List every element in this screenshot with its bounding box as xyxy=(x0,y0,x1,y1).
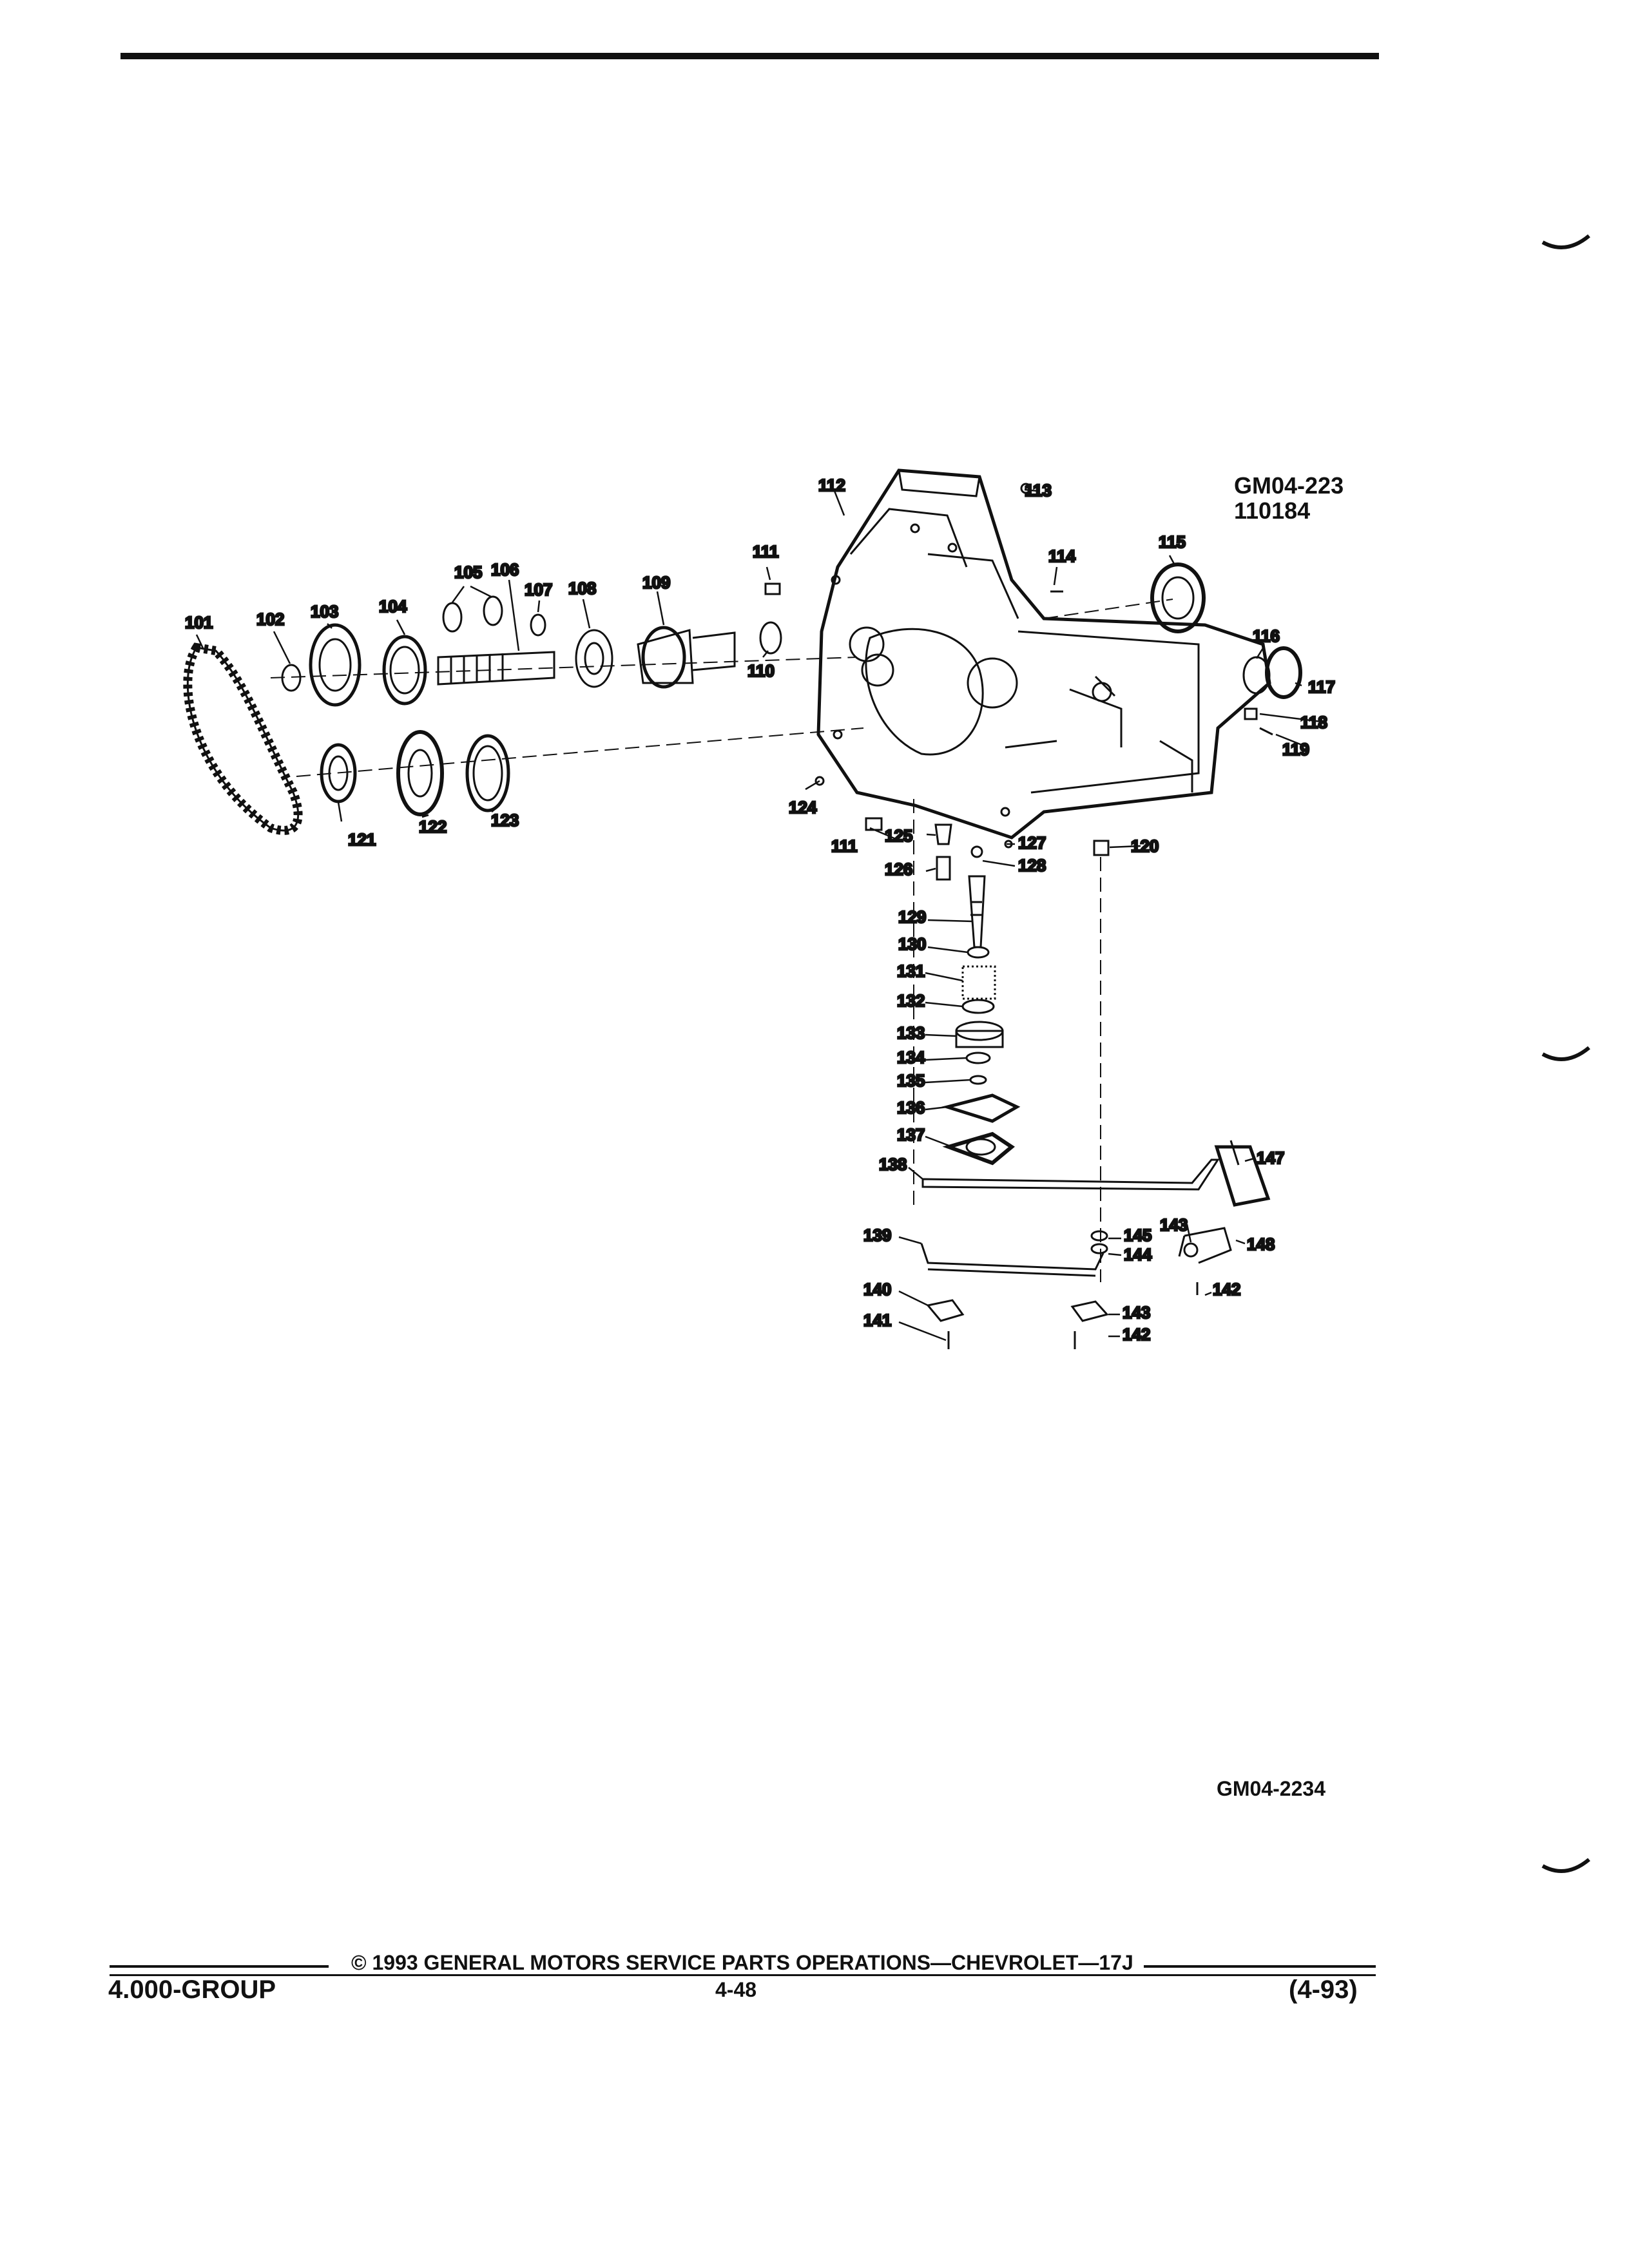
part-label: 108 xyxy=(568,579,596,598)
page-number: 4-48 xyxy=(715,1978,757,2001)
part-label: 126 xyxy=(885,860,912,879)
part-label: 139 xyxy=(863,1225,891,1245)
copyright-line: © 1993 GENERAL MOTORS SERVICE PARTS OPER… xyxy=(351,1951,1133,1974)
lower-shaft-parts xyxy=(320,730,510,816)
group-label: 4.000-GROUP xyxy=(108,1975,276,2004)
binding-mark xyxy=(1541,234,1590,249)
part-label: 138 xyxy=(879,1155,907,1174)
part-label: 131 xyxy=(897,961,925,981)
part-label: 134 xyxy=(897,1048,925,1067)
part-label: 112 xyxy=(818,476,845,495)
part-label: 132 xyxy=(897,991,925,1010)
part-label: 110 xyxy=(747,661,775,680)
part-label: 102 xyxy=(256,610,284,629)
part-label: 114 xyxy=(1048,546,1075,566)
part-label: 121 xyxy=(348,830,376,849)
part-label: 116 xyxy=(1253,626,1280,646)
part-label: 142 xyxy=(1213,1280,1240,1299)
part-label: 123 xyxy=(491,811,519,830)
part-label: 128 xyxy=(1018,856,1046,875)
part-label: 122 xyxy=(419,817,447,836)
revision-label: (4-93) xyxy=(1289,1975,1358,2004)
part-label: 147 xyxy=(1257,1148,1284,1168)
part-label: 136 xyxy=(897,1098,925,1117)
part-label: 143 xyxy=(1123,1303,1150,1322)
drawing-number: 110184 xyxy=(1234,497,1311,524)
part-label: 135 xyxy=(897,1071,925,1090)
part-label: 143 xyxy=(1160,1215,1188,1235)
part-label: 104 xyxy=(379,597,407,616)
footer-rule-right xyxy=(1144,1965,1376,1968)
footer-rule-bottom xyxy=(110,1974,1376,1976)
part-label: 127 xyxy=(1018,833,1046,852)
part-label: 118 xyxy=(1300,713,1327,732)
alignment-lines xyxy=(270,599,1173,1282)
upper-shaft-parts xyxy=(281,595,782,707)
drawing-code: GM04-223 xyxy=(1234,472,1344,499)
part-label: 106 xyxy=(491,560,519,579)
part-label: 117 xyxy=(1308,677,1335,697)
part-label: 101 xyxy=(185,613,213,632)
footer-rule-left xyxy=(110,1965,329,1968)
case-fittings xyxy=(764,483,1302,856)
shift-linkage xyxy=(920,1140,1271,1349)
part-label: 119 xyxy=(1282,740,1309,759)
part-label: 125 xyxy=(885,826,912,845)
part-label: 140 xyxy=(863,1280,891,1299)
drive-chain xyxy=(183,642,303,835)
part-label: 111 xyxy=(753,542,779,561)
part-label: 120 xyxy=(1131,836,1159,856)
part-label: 133 xyxy=(897,1023,925,1043)
top-rule xyxy=(120,53,1379,59)
drawing-code-bottom: GM04-2234 xyxy=(1217,1777,1325,1800)
binding-mark xyxy=(1541,1858,1590,1873)
part-label: 130 xyxy=(898,934,926,954)
part-label: 148 xyxy=(1247,1235,1275,1254)
part-label: 103 xyxy=(311,602,338,621)
part-label: 109 xyxy=(642,573,670,592)
part-label: 111 xyxy=(831,836,858,856)
part-label: 142 xyxy=(1123,1325,1150,1344)
part-label: 115 xyxy=(1159,532,1186,552)
transmission-case xyxy=(816,468,1271,840)
part-label: 145 xyxy=(1124,1225,1152,1245)
speedometer-stack xyxy=(934,823,1021,1166)
leader-lines xyxy=(195,488,1322,1341)
binding-mark xyxy=(1541,1046,1590,1061)
part-label: 144 xyxy=(1124,1245,1152,1264)
part-label: 141 xyxy=(863,1311,891,1330)
part-labels: 101 102 103 104 105 106 107 108 109 110 … xyxy=(184,475,1336,1345)
part-label: 105 xyxy=(454,562,482,582)
part-label: 129 xyxy=(898,907,926,927)
part-label: 124 xyxy=(789,798,817,817)
part-label: 137 xyxy=(897,1125,925,1144)
part-label: 107 xyxy=(525,580,552,599)
part-label: 113 xyxy=(1025,481,1052,500)
